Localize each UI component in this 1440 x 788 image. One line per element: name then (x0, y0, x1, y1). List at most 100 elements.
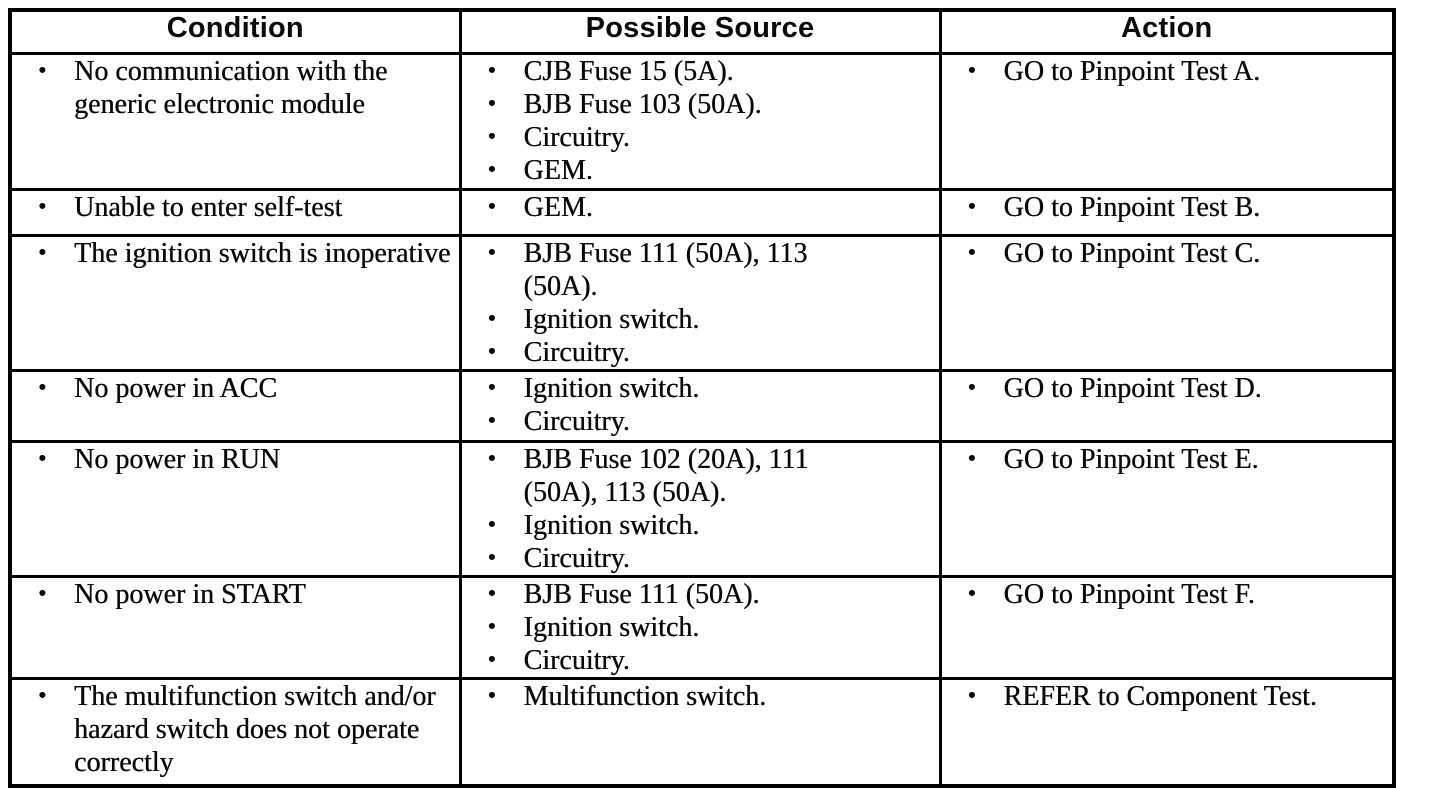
bullet-item: • No power in ACC (12, 372, 459, 405)
item-text: Circuitry. (523, 644, 630, 676)
item-text: The multifunction switch and/or hazard s… (74, 680, 436, 778)
bullet-glyph: • (487, 90, 496, 117)
bullet-item: • GEM. (462, 191, 939, 224)
item-text: The ignition switch is inoperative (74, 237, 451, 269)
bullet-glyph: • (487, 407, 496, 434)
item-text: No power in START (74, 578, 306, 610)
bullet-item: •Ignition switch. (462, 509, 939, 542)
bullet-glyph: • (487, 445, 496, 472)
table-body: • No communication with the generic elect… (8, 51, 1396, 788)
item-text: Ignition switch. (523, 303, 700, 335)
bullet-glyph: • (38, 682, 47, 709)
bullet-item: •GO to Pinpoint Test F. (942, 578, 1393, 611)
condition-cell: • No communication with the generic elect… (8, 51, 462, 191)
bullet-glyph: • (967, 374, 976, 401)
table-row: • The ignition switch is inoperative • BJB… (8, 233, 1396, 372)
bullet-item: •Multifunction switch. (462, 680, 939, 713)
bullet-item: • BJB Fuse 103 (50A). (462, 88, 939, 121)
bullet-item: • The ignition switch is inoperative (12, 237, 459, 270)
bullet-item: •GEM. (462, 154, 939, 187)
source-cell: • Ignition switch. • Circuitry. (458, 368, 942, 443)
bullet-item: • Ignition switch. (462, 303, 939, 336)
bullet-glyph: • (967, 445, 976, 472)
item-text: Circuitry. (523, 542, 630, 574)
diagnostic-table: Condition Possible Source Action • No com… (8, 8, 1396, 788)
bullet-item: • Ignition switch. (462, 372, 939, 405)
condition-cell: • The multifunction switch and/or hazard … (8, 676, 462, 788)
item-text: BJB Fuse 102 (20A), 111 (50A), 113 (50A)… (523, 443, 809, 508)
item-text: BJB Fuse 103 (50A). (523, 88, 762, 120)
action-cell: •GO to Pinpoint Test C. (938, 233, 1396, 372)
item-text: GO to Pinpoint Test D. (1003, 372, 1262, 404)
item-text: Circuitry. (523, 336, 630, 368)
source-cell: •Multifunction switch. (458, 676, 942, 788)
bullet-glyph: • (487, 305, 496, 332)
item-text: GO to Pinpoint Test E. (1003, 443, 1259, 475)
bullet-item: • REFER to Component Test. (942, 680, 1393, 713)
bullet-item: •CJB Fuse 15 (5A). (462, 55, 939, 88)
action-cell: • GO to Pinpoint Test A. (938, 51, 1396, 191)
bullet-glyph: • (487, 123, 496, 150)
bullet-glyph: • (38, 193, 47, 220)
bullet-item: • GO to Pinpoint Test A. (942, 55, 1393, 88)
item-text: Circuitry. (523, 405, 630, 437)
source-cell: •CJB Fuse 15 (5A).•BJB Fuse 103 (50A).•C… (458, 51, 942, 191)
bullet-glyph: • (487, 646, 496, 673)
source-cell: • BJB Fuse 111 (50A). • Ignition switch. • Ci… (458, 574, 942, 680)
condition-cell: • No power in ACC (8, 368, 462, 443)
item-text: No communication with the generic electr… (74, 55, 388, 120)
bullet-item: • Circuitry. (462, 542, 939, 575)
bullet-glyph: • (487, 544, 496, 571)
bullet-glyph: • (38, 374, 47, 401)
bullet-item: •Unable to enter self-test (12, 191, 459, 224)
bullet-glyph: • (487, 338, 496, 365)
source-cell: • BJB Fuse 102 (20A), 111 (50A), 113 (50A… (458, 439, 942, 578)
bullet-item: • Ignition switch. (462, 611, 939, 644)
bullet-item: • The multifunction switch and/or hazard … (12, 680, 459, 779)
bullet-glyph: • (967, 682, 976, 709)
action-cell: • REFER to Component Test. (938, 676, 1396, 788)
item-text: No power in ACC (74, 372, 277, 404)
action-cell: •GO to Pinpoint Test B. (938, 187, 1396, 237)
item-text: BJB Fuse 111 (50A), 113 (50A). (523, 237, 808, 302)
bullet-glyph: • (487, 156, 496, 183)
bullet-item: • GO to Pinpoint Test E. (942, 443, 1393, 476)
item-text: Multifunction switch. (523, 680, 767, 712)
item-text: BJB Fuse 111 (50A). (523, 578, 760, 610)
bullet-glyph: • (967, 193, 976, 220)
item-text: GO to Pinpoint Test F. (1003, 578, 1255, 610)
item-text: GEM. (523, 191, 593, 223)
table-row: • The multifunction switch and/or hazard … (8, 676, 1396, 788)
item-text: REFER to Component Test. (1003, 680, 1317, 712)
action-cell: • GO to Pinpoint Test E. (938, 439, 1396, 578)
item-text: Ignition switch. (523, 611, 700, 643)
bullet-item: •GO to Pinpoint Test B. (942, 191, 1393, 224)
bullet-item: • Circuitry. (462, 336, 939, 369)
item-text: GO to Pinpoint Test A. (1003, 55, 1261, 87)
bullet-glyph: • (967, 239, 976, 266)
column-header-condition: Condition (8, 8, 462, 55)
bullet-glyph: • (967, 57, 976, 84)
column-header-possible-source: Possible Source (458, 8, 942, 55)
action-cell: • GO to Pinpoint Test D. (938, 368, 1396, 443)
condition-cell: •Unable to enter self-test (8, 187, 462, 237)
bullet-glyph: • (38, 57, 47, 84)
table-row: •Unable to enter self-test • GEM. •GO to … (8, 187, 1396, 237)
table-row: • No communication with the generic elect… (8, 51, 1396, 191)
bullet-glyph: • (487, 57, 496, 84)
bullet-glyph: • (38, 239, 47, 266)
bullet-glyph: • (487, 580, 496, 607)
item-text: Circuitry. (523, 121, 630, 153)
item-text: Ignition switch. (523, 372, 700, 404)
condition-cell: • The ignition switch is inoperative (8, 233, 462, 372)
bullet-item: • Circuitry. (462, 644, 939, 677)
bullet-glyph: • (487, 374, 496, 401)
bullet-item: •No power in RUN (12, 443, 459, 476)
item-text: Ignition switch. (523, 509, 700, 541)
bullet-glyph: • (487, 613, 496, 640)
bullet-glyph: • (487, 193, 496, 220)
table-row: • No power in ACC • Ignition switch. • Circu… (8, 368, 1396, 443)
bullet-item: • GO to Pinpoint Test D. (942, 372, 1393, 405)
source-cell: • GEM. (458, 187, 942, 237)
header-row: Condition Possible Source Action (8, 8, 1396, 55)
